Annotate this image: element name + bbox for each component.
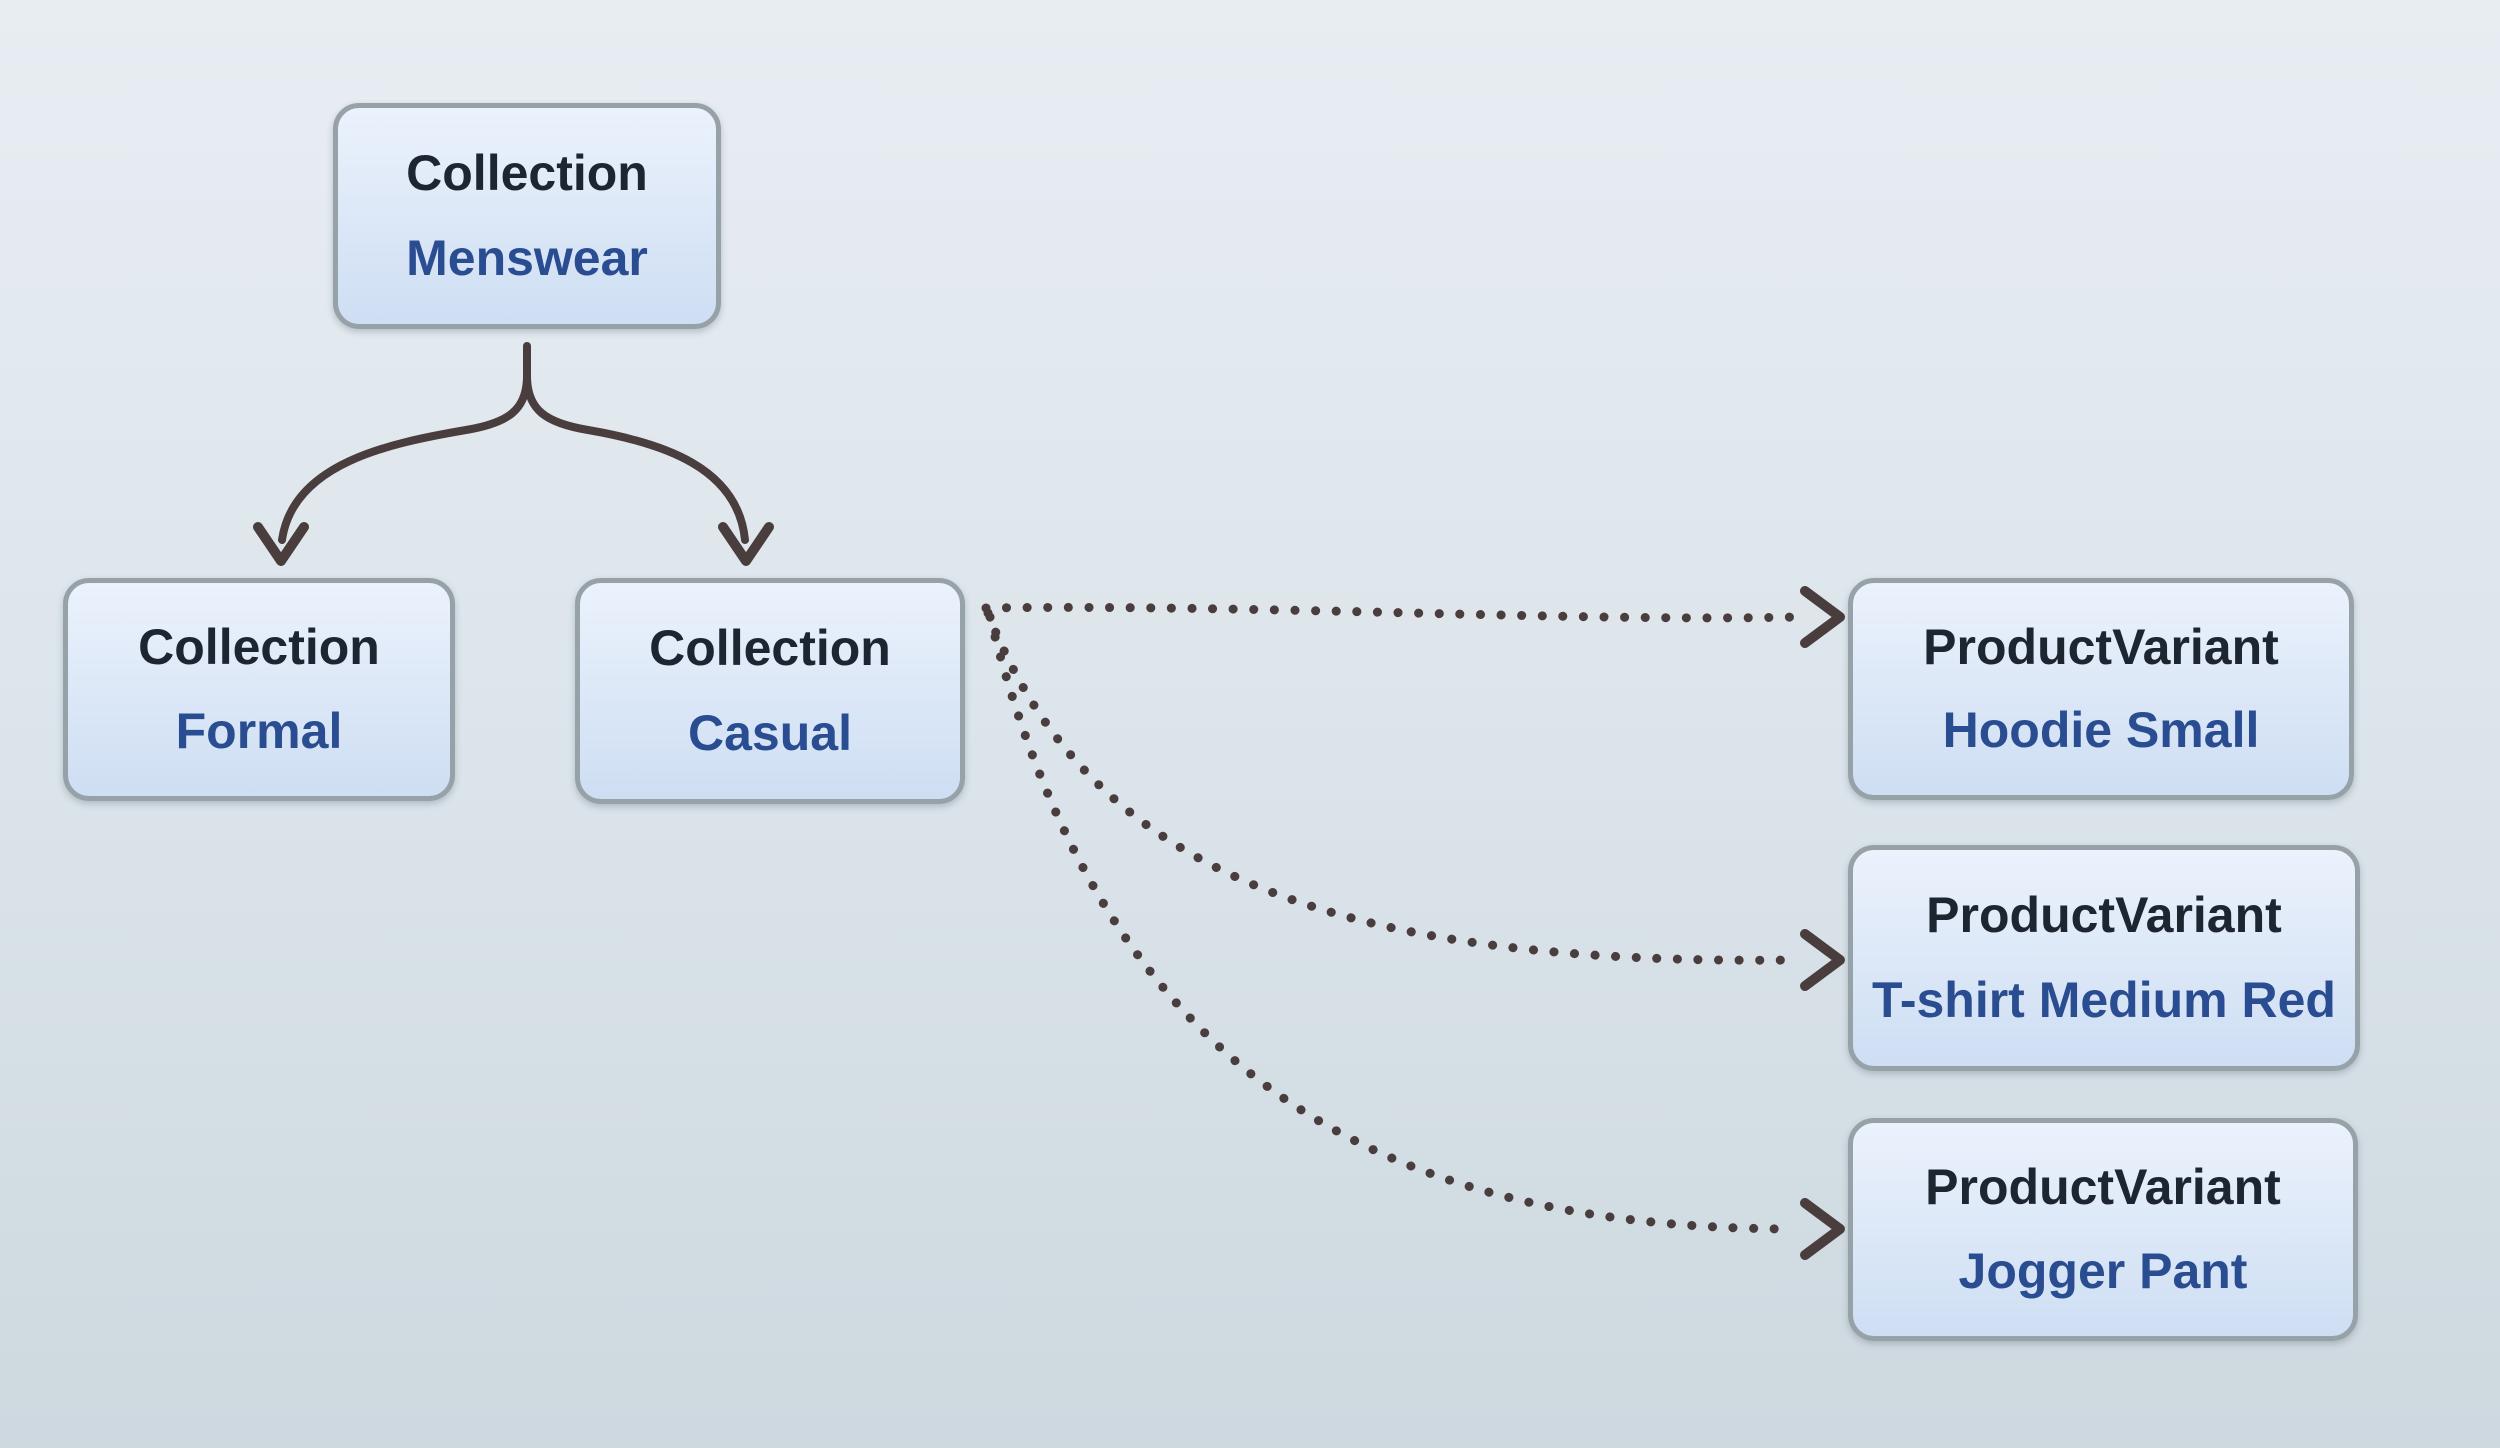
edge-casual-jogger — [985, 612, 1798, 1234]
edge-menswear-casual — [523, 372, 749, 544]
edge-casual-tshirt — [983, 608, 1798, 965]
node-name-label: Formal — [175, 703, 343, 759]
node-type-label: ProductVariant — [1923, 618, 2279, 675]
node-type-label: Collection — [406, 145, 648, 201]
arrowhead-formal — [253, 522, 309, 566]
arrowhead-casual — [718, 522, 774, 566]
edge-casual-hoodie — [981, 602, 1800, 623]
node-name-label: T-shirt Medium Red — [1872, 972, 2336, 1028]
node-name-label: Casual — [688, 705, 852, 761]
arrowhead-jogger — [1800, 1198, 1845, 1260]
node-productvariant-hoodie-small: ProductVariant Hoodie Small — [1848, 578, 2354, 800]
arrowhead-hoodie — [1800, 586, 1845, 648]
node-collection-casual: Collection Casual — [575, 578, 965, 804]
node-name-label: Menswear — [406, 230, 648, 286]
node-collection-formal: Collection Formal — [63, 578, 455, 801]
arrowhead-tshirt — [1800, 929, 1845, 991]
node-collection-menswear: Collection Menswear — [333, 103, 721, 329]
node-type-label: Collection — [138, 619, 380, 675]
edge-menswear-formal — [278, 372, 531, 544]
node-type-label: ProductVariant — [1926, 887, 2282, 943]
node-type-label: ProductVariant — [1925, 1159, 2281, 1215]
node-name-label: Hoodie Small — [1942, 702, 2260, 759]
node-productvariant-tshirt-medium-red: ProductVariant T-shirt Medium Red — [1848, 845, 2360, 1071]
node-productvariant-jogger-pant: ProductVariant Jogger Pant — [1848, 1118, 2358, 1341]
node-type-label: Collection — [649, 620, 891, 676]
node-name-label: Jogger Pant — [1958, 1243, 2248, 1299]
